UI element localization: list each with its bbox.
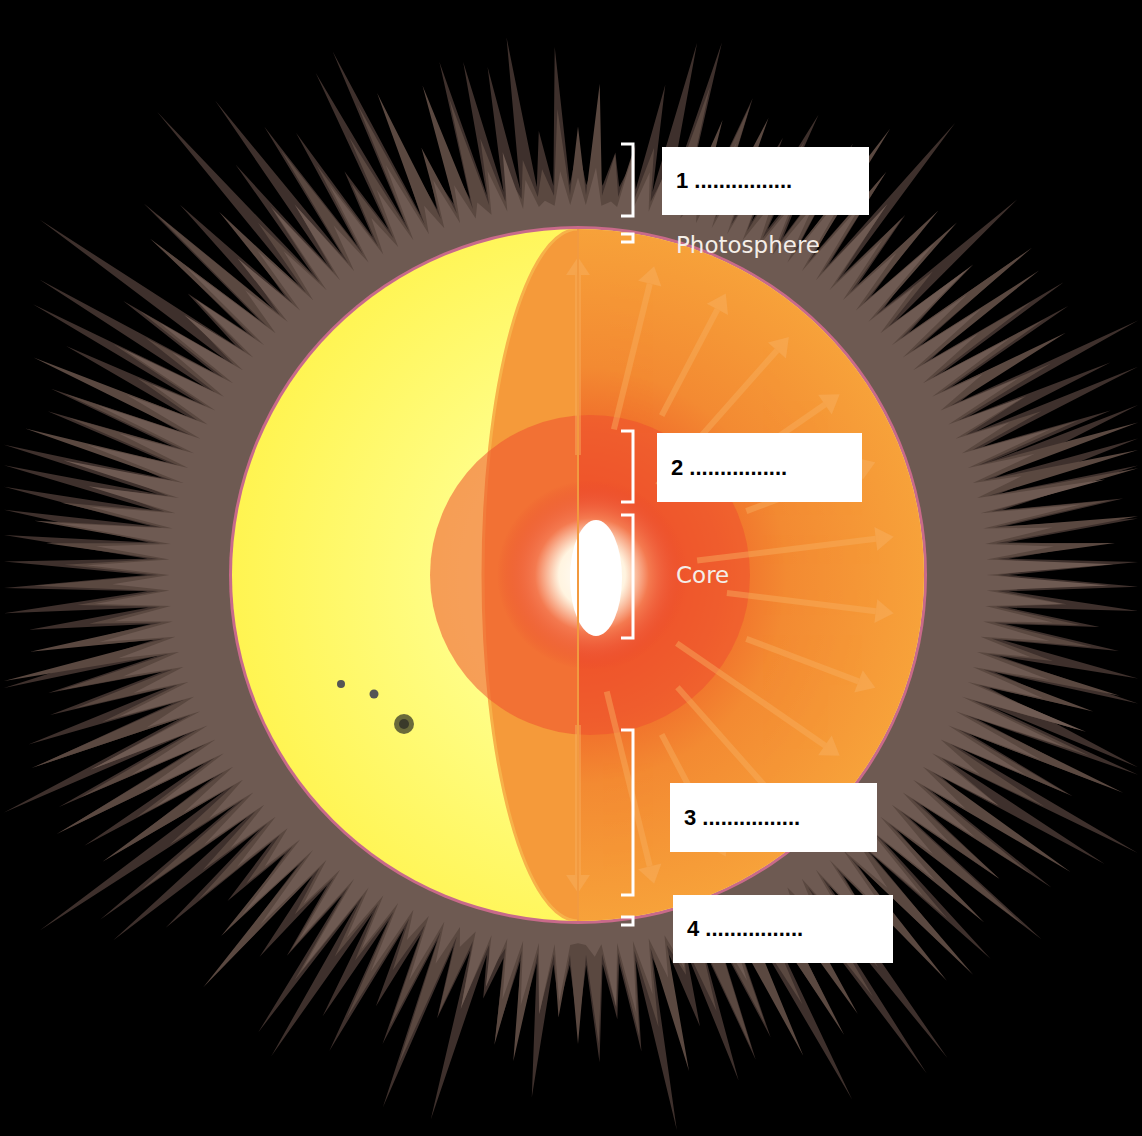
callout-number: 1 ................ [676,168,792,194]
sunspot [394,714,414,734]
layer-name: Photosphere [676,232,820,258]
sunspot [370,690,379,699]
label-box: 4 ................ [673,895,893,963]
brackets [621,144,633,925]
layer-name: Core [676,562,729,588]
label-box: 2 ................ [657,433,862,502]
sunspot [337,680,345,688]
sun-surface [220,220,940,940]
callout-number: 3 ................ [684,805,800,831]
core-glow [497,480,687,670]
label-box: 1 ................ [662,147,869,215]
callout-number: 2 ................ [671,455,787,481]
callout-number: 4 ................ [687,916,803,942]
corona-spikes [4,37,1138,1130]
flow-arrows [566,257,894,893]
label-box: 3 ................ [670,783,877,852]
corona-spikes [4,84,1138,1071]
corona [4,37,1138,1130]
cutaway-interior [578,220,940,940]
corona-spikes [57,143,1114,1015]
